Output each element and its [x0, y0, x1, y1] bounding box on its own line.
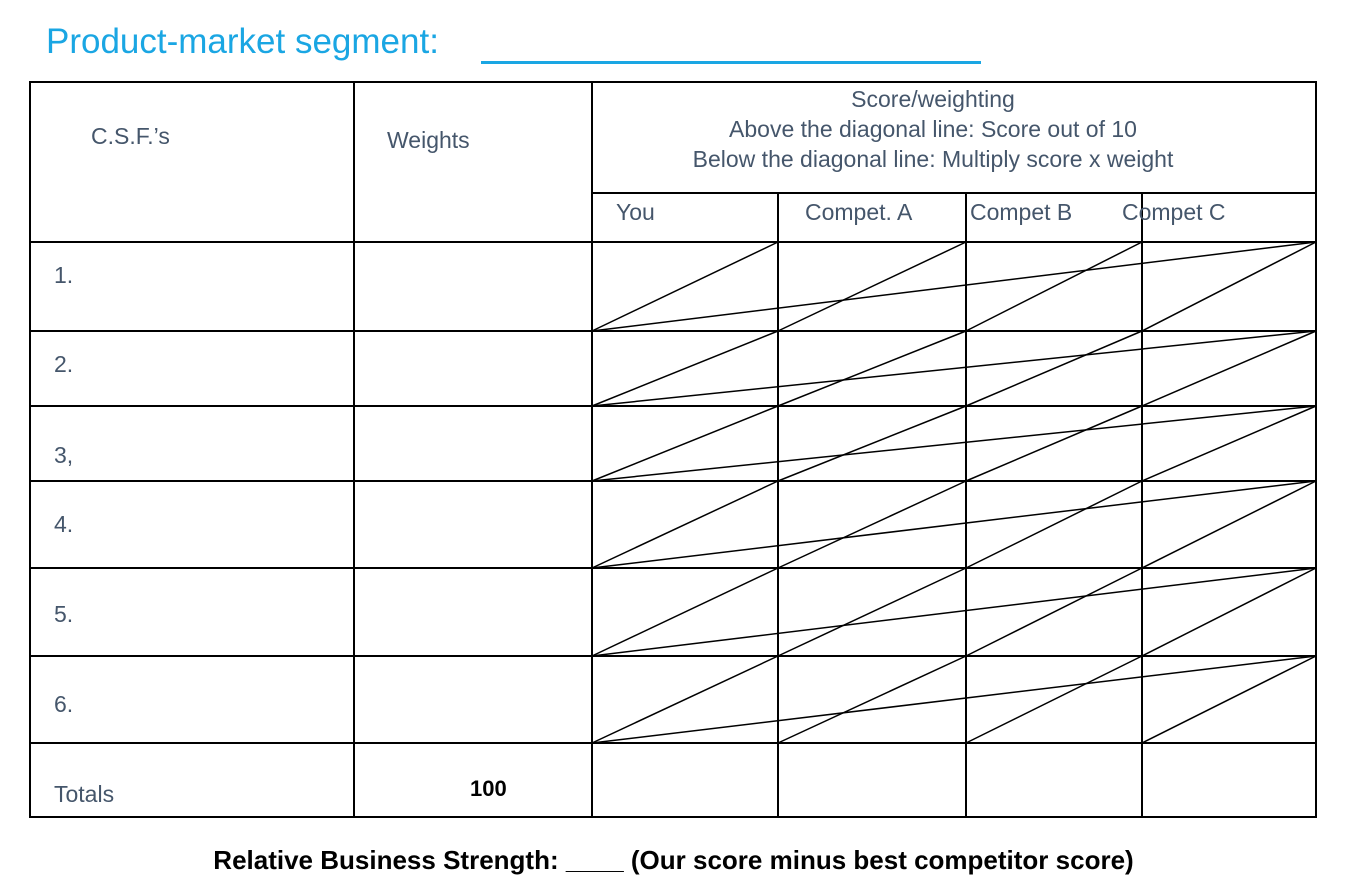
score-header-line-3: Below the diagonal line: Multiply score …: [692, 146, 1174, 172]
score-header-line-2: Above the diagonal line: Score out of 10: [729, 116, 1137, 142]
totals-label: Totals: [54, 781, 115, 807]
weights-column-header: Weights: [387, 127, 470, 153]
competitor-header-b: Compet B: [970, 199, 1073, 225]
row-3-diagonal: [591, 405, 1317, 482]
row-2-diagonal: [591, 330, 1317, 407]
row-label-1: 1.: [54, 262, 74, 288]
score-header-line-1: Score/weighting: [851, 86, 1015, 112]
competitor-header-c: Compet C: [1122, 199, 1226, 225]
row-1-diagonal: [591, 241, 1317, 332]
competitor-header-you: You: [616, 199, 655, 225]
totals-weight-value: 100: [470, 776, 507, 801]
page-title: Product-market segment:: [46, 22, 439, 61]
row-label-5: 5.: [54, 601, 74, 627]
row-6-diagonal: [591, 655, 1317, 744]
row-label-3: 3,: [54, 442, 74, 468]
row-5-diagonal: [591, 567, 1317, 657]
title-underline: [481, 61, 981, 64]
row-label-2: 2.: [54, 351, 74, 377]
row-label-4: 4.: [54, 511, 74, 537]
csf-column-header: C.S.F.’s: [91, 123, 170, 149]
score-weighting-header: Score/weighting Above the diagonal line:…: [593, 84, 1273, 174]
row-label-6: 6.: [54, 691, 74, 717]
row-4-diagonal: [591, 480, 1317, 569]
diagonal-lines: [591, 241, 1317, 744]
relative-business-strength: Relative Business Strength: ____ (Our sc…: [213, 845, 1134, 875]
competitor-header-a: Compet. A: [805, 199, 913, 225]
